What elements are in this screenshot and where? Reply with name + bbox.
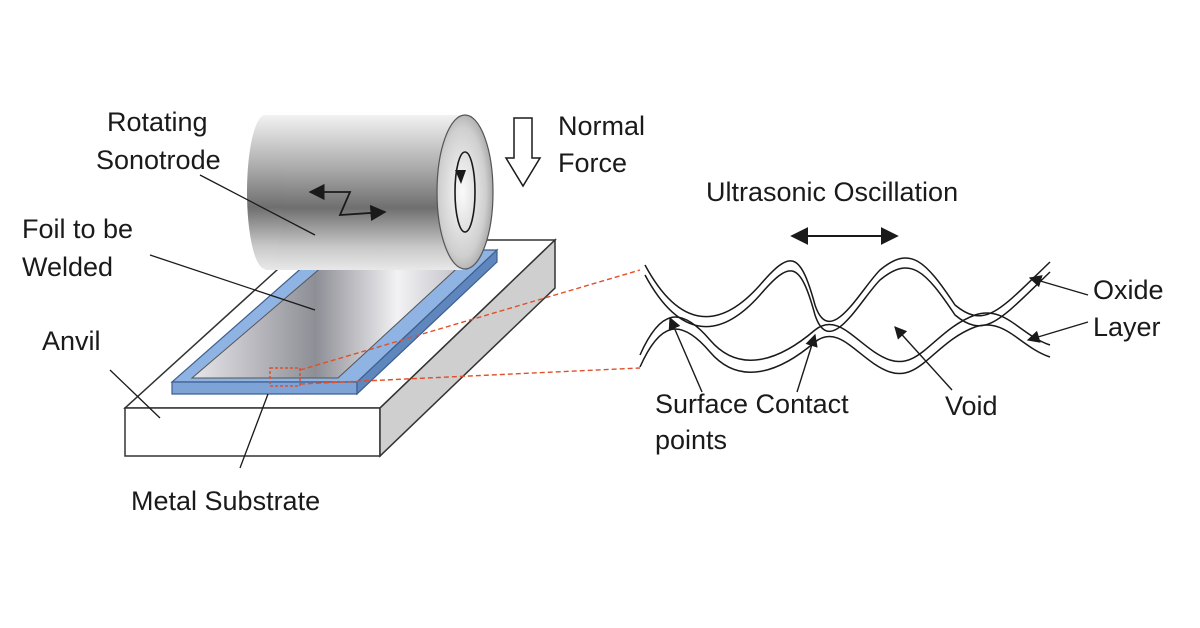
- arrow-contact-right: [796, 333, 818, 393]
- sonotrode-back-edge: [247, 115, 283, 269]
- label-foil-line2: Welded: [22, 252, 114, 282]
- sonotrode-end-cap: [436, 114, 494, 270]
- upper-surface-line-outer: [644, 257, 1051, 323]
- vibration-zigzag-icon: [308, 183, 387, 222]
- lower-surface-line-inner: [639, 324, 1051, 375]
- leader-foil: [149, 254, 316, 311]
- arrow-void: [894, 326, 953, 391]
- normal-force-arrow-icon: [504, 117, 542, 188]
- label-anvil: Anvil: [42, 326, 101, 356]
- label-normal: Normal: [558, 111, 646, 141]
- sonotrode-body: [265, 115, 465, 270]
- label-surface-contact: Surface Contact: [655, 389, 849, 419]
- zoom-line-bottom: [299, 367, 641, 385]
- callout-box: [269, 367, 301, 387]
- label-force: Force: [558, 148, 628, 178]
- arrow-oxide-top: [1028, 275, 1089, 296]
- rotation-arrow-icon: [454, 151, 476, 233]
- arrow-oxide-bottom: [1026, 321, 1089, 343]
- label-layer: Layer: [1093, 312, 1161, 342]
- rotating-sonotrode: [247, 114, 494, 270]
- substrate-front-face: [171, 381, 358, 395]
- upper-surface: [644, 257, 1051, 333]
- arrow-contact-left: [668, 316, 703, 393]
- anvil-front-face: [124, 407, 381, 457]
- label-ultrasonic-oscillation: Ultrasonic Oscillation: [706, 177, 959, 207]
- leader-anvil: [109, 369, 161, 419]
- label-metal-substrate: Metal Substrate: [131, 486, 321, 516]
- label-foil-line1: Foil to be: [22, 214, 134, 244]
- label-sonotrode: Sonotrode: [96, 145, 221, 175]
- leader-substrate: [239, 393, 269, 469]
- label-void: Void: [945, 391, 998, 421]
- zoom-line-top: [299, 269, 641, 371]
- lower-surface-line-outer: [639, 312, 1051, 363]
- leader-sonotrode: [199, 174, 316, 236]
- label-oxide: Oxide: [1093, 275, 1164, 305]
- label-rotating: Rotating: [107, 107, 208, 137]
- lower-surface: [639, 312, 1051, 375]
- rotation-arrowhead-icon: [455, 170, 466, 184]
- substrate-side-face: [356, 248, 498, 396]
- anvil-side-face: [379, 238, 556, 458]
- upper-surface-line-inner: [644, 267, 1051, 333]
- label-points: points: [655, 425, 728, 455]
